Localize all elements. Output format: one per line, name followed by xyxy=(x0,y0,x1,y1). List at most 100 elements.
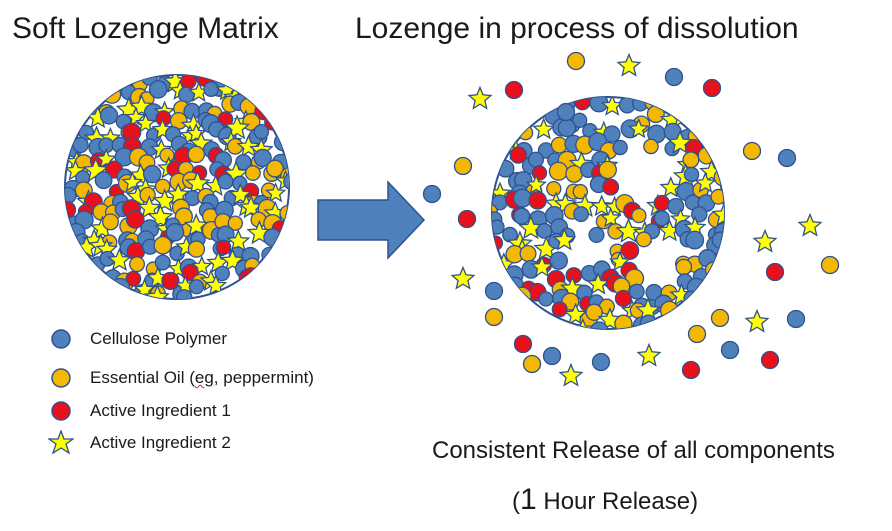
cellulose-particle xyxy=(506,276,525,295)
active-ingredient-2-star xyxy=(204,273,228,296)
essential-oil-particle xyxy=(453,156,473,176)
active-ingredient-2-star xyxy=(586,272,611,295)
cellulose-particle xyxy=(786,309,806,329)
active-ingredient-1-particle xyxy=(125,209,145,229)
legend-item-oil: Essential Oil (eg, peppermint) xyxy=(48,363,314,393)
cellulose-particle xyxy=(571,112,588,129)
cellulose-particle xyxy=(591,352,611,372)
active-ingredient-2-star xyxy=(525,173,547,195)
active-ingredient-1-particle xyxy=(531,165,548,181)
essential-oil-particle xyxy=(159,147,175,163)
active-ingredient-2-star xyxy=(226,228,251,252)
cellulose-particle xyxy=(590,321,609,329)
essential-oil-particle xyxy=(572,183,589,200)
essential-oil-particle xyxy=(631,207,647,224)
left-title: Soft Lozenge Matrix xyxy=(12,12,279,45)
active-ingredient-1-particle xyxy=(161,271,180,291)
essential-oil-particle xyxy=(710,308,730,328)
oil-circle-icon xyxy=(51,368,71,388)
cellulose-particle xyxy=(154,254,171,271)
cellulose-particle xyxy=(203,81,219,97)
active-ingredient-2-star xyxy=(236,134,261,158)
active1-circle-icon xyxy=(51,401,71,421)
active-ingredient-2-star xyxy=(797,212,823,237)
release-caption: Consistent Release of all components xyxy=(432,437,835,464)
active-ingredient-2-star xyxy=(744,308,770,333)
active-ingredient-2-star xyxy=(134,112,157,133)
active-ingredient-2-star xyxy=(184,213,209,237)
essential-oil-particle xyxy=(227,215,243,231)
active-ingredient-2-star xyxy=(694,171,717,193)
essential-oil-particle xyxy=(265,159,284,178)
cellulose-particle xyxy=(253,148,272,168)
essential-oil-particle xyxy=(659,300,679,320)
active-ingredient-1-particle xyxy=(574,97,591,111)
active-ingredient-2-star xyxy=(636,342,662,367)
essential-oil-particle xyxy=(187,240,206,258)
essential-oil-particle xyxy=(566,51,586,71)
active-ingredient-2-star xyxy=(615,217,642,243)
active-ingredient-2-star xyxy=(616,52,642,77)
essential-oil-particle xyxy=(512,286,532,306)
active-ingredient-1-particle xyxy=(215,239,232,256)
essential-oil-particle xyxy=(153,235,173,255)
active-ingredient-1-particle xyxy=(681,360,701,380)
cellulose-particle xyxy=(603,125,621,143)
active-ingredient-1-particle xyxy=(702,78,722,98)
active-ingredient-1-particle xyxy=(760,350,780,370)
active-ingredient-2-star xyxy=(450,265,476,290)
cellulose-particle xyxy=(263,228,282,247)
essential-oil-particle xyxy=(517,124,534,141)
legend-label-oil: Essential Oil (eg, peppermint) xyxy=(90,368,314,387)
legend-item-active1: Active Ingredient 1 xyxy=(48,396,231,426)
active-ingredient-2-star xyxy=(590,194,614,217)
cellulose-particle xyxy=(549,251,568,270)
active-ingredient-1-particle xyxy=(509,146,527,164)
active-ingredient-2-star xyxy=(711,201,724,227)
cellulose-particle xyxy=(484,281,504,301)
essential-oil-particle xyxy=(675,258,693,276)
cellulose-particle xyxy=(492,219,505,235)
cellulose-particle xyxy=(94,171,113,190)
cellulose-particle xyxy=(639,314,658,329)
cellulose-particle xyxy=(536,222,553,239)
cellulose-particle xyxy=(542,346,562,366)
essential-oil-particle xyxy=(244,165,261,181)
cellulose-particle xyxy=(99,106,119,125)
cellulose-particle xyxy=(513,207,531,225)
cellulose-particle xyxy=(527,151,545,168)
essential-oil-particle xyxy=(704,261,722,279)
essential-oil-particle xyxy=(635,231,652,248)
cellulose-particle xyxy=(573,206,590,223)
essential-oil-particle xyxy=(239,97,258,116)
active-ingredient-2-star xyxy=(530,255,554,278)
active-ingredient-2-star xyxy=(532,117,556,140)
cellulose-particle xyxy=(588,226,605,243)
star-icon xyxy=(48,430,74,455)
essential-oil-particle xyxy=(614,314,633,329)
cellulose-particle xyxy=(422,184,442,204)
active-ingredient-2-star xyxy=(552,227,577,251)
release-duration: (1 Hour Release) xyxy=(512,483,699,516)
active-ingredient-2-star xyxy=(558,362,584,387)
cellulose-particle xyxy=(142,164,162,184)
legend-item-active2: Active Ingredient 2 xyxy=(48,428,231,458)
active-ingredient-1-particle xyxy=(528,191,547,210)
cellulose-particle xyxy=(628,283,645,300)
cellulose-particle xyxy=(653,210,670,227)
essential-oil-particle xyxy=(546,180,562,197)
legend-label-active1: Active Ingredient 1 xyxy=(90,401,231,420)
essential-oil-particle xyxy=(742,141,762,161)
cellulose-particle xyxy=(720,340,740,360)
cellulose-particle xyxy=(65,186,77,204)
essential-oil-particle xyxy=(598,160,617,180)
active-ingredient-1-particle xyxy=(504,80,524,100)
cellulose-particle xyxy=(683,166,700,183)
active-ingredient-1-particle xyxy=(513,334,533,354)
cellulose-particle xyxy=(261,246,278,264)
cellulose-particle xyxy=(664,67,684,87)
cellulose-particle xyxy=(683,290,700,307)
active-ingredient-2-star xyxy=(752,228,778,253)
essential-oil-particle xyxy=(484,307,504,327)
essential-oil-particle xyxy=(522,354,542,374)
